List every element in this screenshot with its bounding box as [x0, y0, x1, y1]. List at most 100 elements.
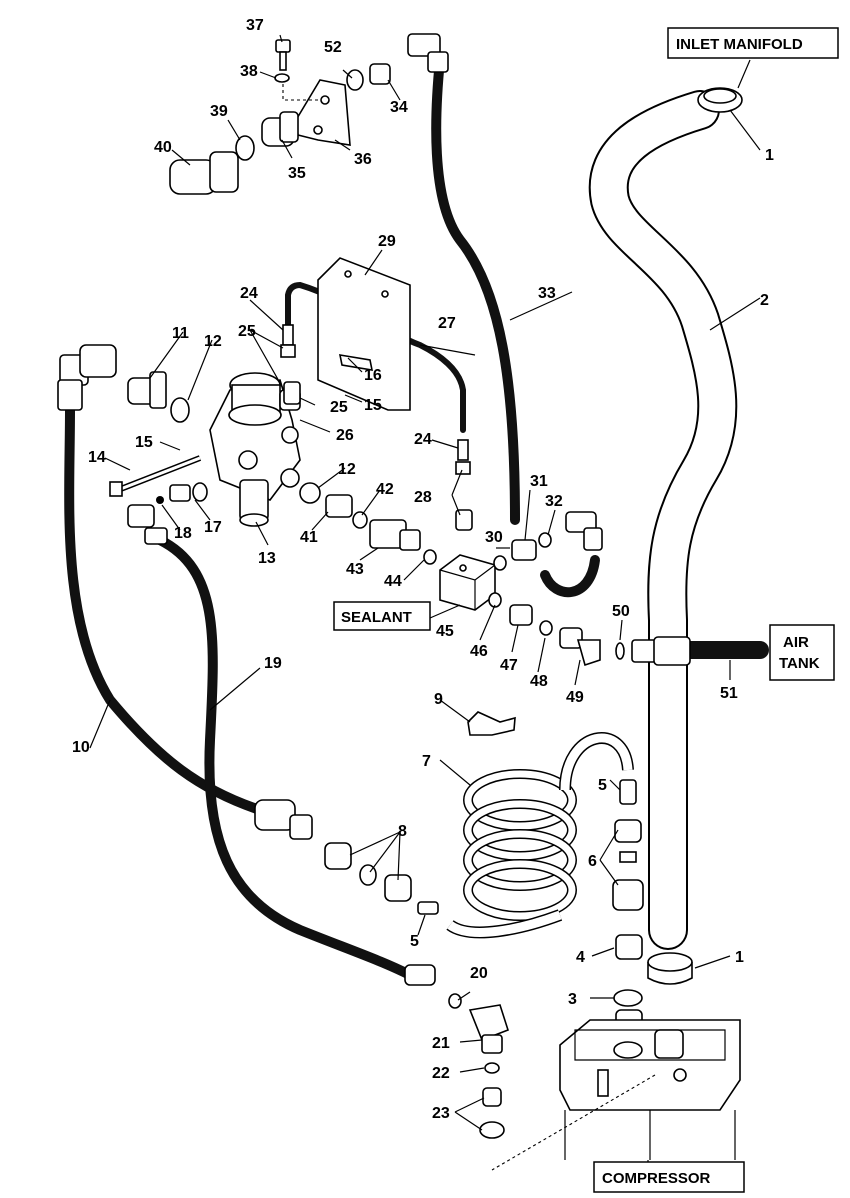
- callout-49: 49: [566, 689, 584, 706]
- callout-18: 18: [174, 525, 192, 542]
- callout-7: 7: [422, 753, 431, 770]
- callout-21: 21: [432, 1035, 450, 1052]
- callout-15: 15: [364, 397, 382, 414]
- callout-42: 42: [376, 481, 394, 498]
- svg-text:TANK: TANK: [779, 655, 820, 672]
- callout-3: 3: [568, 991, 577, 1008]
- callout-25: 25: [330, 399, 348, 416]
- label-sealant: SEALANT: [333, 601, 431, 631]
- governor-valve-13: [209, 372, 301, 527]
- callout-14: 14: [88, 449, 106, 466]
- callout-35: 35: [288, 165, 306, 182]
- callout-15: 15: [135, 434, 153, 451]
- manifold-block-45: [439, 554, 507, 611]
- callout-13: 13: [258, 550, 276, 567]
- callout-47: 47: [500, 657, 518, 674]
- svg-text:SEALANT: SEALANT: [341, 609, 412, 626]
- callout-27: 27: [438, 315, 456, 332]
- callout-44: 44: [384, 573, 402, 590]
- callout-24: 24: [240, 285, 258, 302]
- hose-clamp-bottom: [647, 952, 693, 985]
- callout-numbers: 1 1 2 3 4 5 5 6 7 8 9 10 11 12 12 13 14 …: [72, 17, 774, 1122]
- callout-40: 40: [154, 139, 172, 156]
- callout-38: 38: [240, 63, 258, 80]
- callout-33: 33: [538, 285, 556, 302]
- inlet-hose: [588, 90, 738, 950]
- label-compressor: COMPRESSOR: [593, 1161, 745, 1193]
- callout-9: 9: [434, 691, 443, 708]
- callout-11: 11: [172, 325, 189, 342]
- callout-46: 46: [470, 643, 488, 660]
- svg-text:INLET MANIFOLD: INLET MANIFOLD: [676, 36, 803, 53]
- callout-23: 23: [432, 1105, 450, 1122]
- hose-short: [540, 511, 603, 598]
- washer-39: [235, 135, 255, 161]
- fittings-8: [254, 799, 439, 915]
- callout-5: 5: [598, 777, 607, 794]
- hose-33: [407, 33, 520, 525]
- callout-5: 5: [410, 933, 419, 950]
- label-air-tank: AIR TANK: [769, 624, 835, 681]
- svg-text:COMPRESSOR: COMPRESSOR: [602, 1170, 711, 1187]
- hose-10: [57, 344, 265, 815]
- compressor: [491, 1019, 741, 1171]
- callout-12: 12: [204, 333, 222, 350]
- clip-9: [467, 711, 516, 736]
- hose-19: [127, 504, 415, 980]
- callout-24: 24: [414, 431, 432, 448]
- nut-34: [346, 63, 391, 91]
- callout-16: 16: [364, 367, 382, 384]
- fitting-41: [299, 482, 368, 529]
- callout-43: 43: [346, 561, 364, 578]
- callout-25: 25: [238, 323, 256, 340]
- fitting-31: [511, 532, 552, 561]
- label-inlet-manifold: INLET MANIFOLD: [667, 27, 839, 59]
- washer-12a: [170, 397, 190, 423]
- callout-48: 48: [530, 673, 548, 690]
- callout-12: 12: [338, 461, 356, 478]
- fittings-24-28: [280, 324, 473, 531]
- callout-31: 31: [530, 473, 548, 490]
- coil-tube-7: [446, 732, 634, 939]
- hose-clamp-top: [697, 87, 743, 113]
- callout-50: 50: [612, 603, 630, 620]
- callout-51: 51: [720, 685, 738, 702]
- fittings-3-6: [612, 779, 644, 1031]
- callout-30: 30: [485, 529, 503, 546]
- bracket-36: [295, 79, 351, 146]
- fitting-43: [369, 519, 437, 565]
- callout-45: 45: [436, 623, 454, 640]
- callout-37: 37: [246, 17, 264, 34]
- callout-4: 4: [576, 949, 585, 966]
- callout-34: 34: [390, 99, 408, 116]
- fittings-47-49: [509, 604, 625, 667]
- callout-39: 39: [210, 103, 228, 120]
- fitting-11: [127, 371, 167, 409]
- leader-lines: [89, 34, 761, 1170]
- callout-10: 10: [72, 739, 90, 756]
- callout-26: 26: [336, 427, 354, 444]
- callout-36: 36: [354, 151, 372, 168]
- callout-41: 41: [300, 529, 318, 546]
- callout-6: 6: [588, 853, 597, 870]
- hose-51: [631, 636, 769, 666]
- callout-17: 17: [204, 519, 222, 536]
- bracket-29: [317, 257, 411, 411]
- fittings-20-23: [404, 964, 509, 1139]
- bolt-14: [109, 455, 202, 497]
- callout-8: 8: [398, 823, 407, 840]
- svg-text:AIR: AIR: [783, 634, 809, 651]
- callout-52: 52: [324, 39, 342, 56]
- callout-2: 2: [760, 292, 769, 309]
- callout-29: 29: [378, 233, 396, 250]
- fitting-17: [156, 482, 208, 504]
- callout-1: 1: [735, 949, 744, 966]
- callout-20: 20: [470, 965, 488, 982]
- connector-40: [169, 151, 239, 195]
- callout-1: 1: [765, 147, 774, 164]
- callout-32: 32: [545, 493, 563, 510]
- callout-28: 28: [414, 489, 432, 506]
- callout-19: 19: [264, 655, 282, 672]
- fitting-35: [261, 111, 299, 147]
